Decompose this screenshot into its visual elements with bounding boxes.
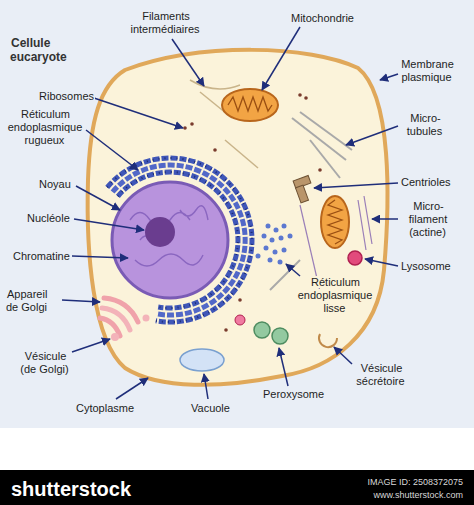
part-label: Ribosomes bbox=[38, 90, 95, 102]
cell-membrane bbox=[88, 50, 388, 385]
background bbox=[0, 0, 474, 428]
part-label-box: Mitochondrie bbox=[290, 12, 370, 25]
part-label-box: Peroxysome bbox=[262, 388, 332, 401]
part-label-box: Lysosome bbox=[400, 260, 460, 273]
vacuole bbox=[180, 349, 224, 371]
part-label-box: Noyau bbox=[38, 178, 78, 191]
watermark: IMAGE ID: 2508372075 bbox=[366, 477, 464, 487]
part-label: Chromatine bbox=[12, 250, 71, 262]
smooth-er bbox=[256, 224, 293, 265]
part-label: Réticulum endoplasmique lisse bbox=[298, 276, 373, 314]
part-label-box: Vésicule (de Golgi) bbox=[16, 350, 74, 376]
part-label: Mitochondrie bbox=[290, 12, 355, 24]
part-label: Réticulum endoplasmique rugueux bbox=[8, 108, 83, 146]
part-label-box: Filaments intermédiaires bbox=[118, 10, 213, 36]
part-label: Filaments intermédiaires bbox=[130, 10, 200, 35]
part-label-box: Micro- filament (actine) bbox=[400, 200, 456, 239]
part-label: Nucléole bbox=[26, 212, 71, 224]
nucleus bbox=[112, 182, 228, 298]
part-label-box: Vacuole bbox=[190, 402, 240, 415]
part-label: Vésicule sécrétoire bbox=[356, 362, 405, 387]
watermark: shutterstock bbox=[10, 478, 132, 500]
watermark-box: www.shutterstock.com bbox=[300, 490, 464, 501]
part-label-box: Membrane plasmique bbox=[392, 58, 462, 84]
rough-er bbox=[107, 158, 252, 322]
part-label: Micro- filament (actine) bbox=[409, 200, 448, 238]
part-label: Centrioles bbox=[400, 176, 452, 188]
part-label-box: Réticulum endoplasmique lisse bbox=[295, 276, 375, 315]
part-label-box: Appareil de Golgi bbox=[6, 288, 61, 314]
part-label: Cytoplasme bbox=[75, 402, 135, 414]
diagram-title-box: Cellule eucaryote bbox=[10, 36, 82, 64]
secretory-vesicle bbox=[319, 334, 337, 347]
peroxisomes bbox=[254, 322, 288, 344]
part-label-box: Micro- tubules bbox=[400, 112, 450, 138]
microtubules bbox=[270, 112, 352, 290]
part-label: Vacuole bbox=[190, 402, 231, 414]
leader-lines bbox=[62, 27, 398, 399]
part-label: Appareil de Golgi bbox=[6, 288, 48, 313]
part-label-box: Cytoplasme bbox=[75, 402, 145, 415]
part-label-box: Ribosomes bbox=[38, 90, 98, 103]
part-label-box: Nucléole bbox=[26, 212, 76, 225]
part-label-box: Chromatine bbox=[12, 250, 76, 263]
golgi-apparatus bbox=[100, 298, 150, 341]
watermark: www.shutterstock.com bbox=[372, 490, 464, 500]
centrioles bbox=[293, 176, 311, 203]
part-label: Peroxysome bbox=[262, 388, 325, 400]
part-label-box: Réticulum endoplasmique rugueux bbox=[4, 108, 86, 147]
part-label: Membrane plasmique bbox=[400, 58, 454, 83]
diagram-title: Cellule eucaryote bbox=[10, 36, 68, 64]
white-strip bbox=[0, 428, 474, 470]
part-label: Micro- tubules bbox=[407, 112, 443, 137]
mitochondria bbox=[222, 89, 349, 248]
watermark-box: shutterstock bbox=[10, 477, 170, 501]
part-label-box: Centrioles bbox=[400, 176, 460, 189]
part-label-box: Vésicule sécrétoire bbox=[350, 362, 412, 388]
part-label: Lysosome bbox=[400, 260, 452, 272]
part-label: Noyau bbox=[38, 178, 72, 190]
part-label: Vésicule (de Golgi) bbox=[20, 350, 69, 375]
bottom-bar bbox=[0, 470, 474, 505]
watermark-box: IMAGE ID: 2508372075 bbox=[300, 477, 464, 488]
